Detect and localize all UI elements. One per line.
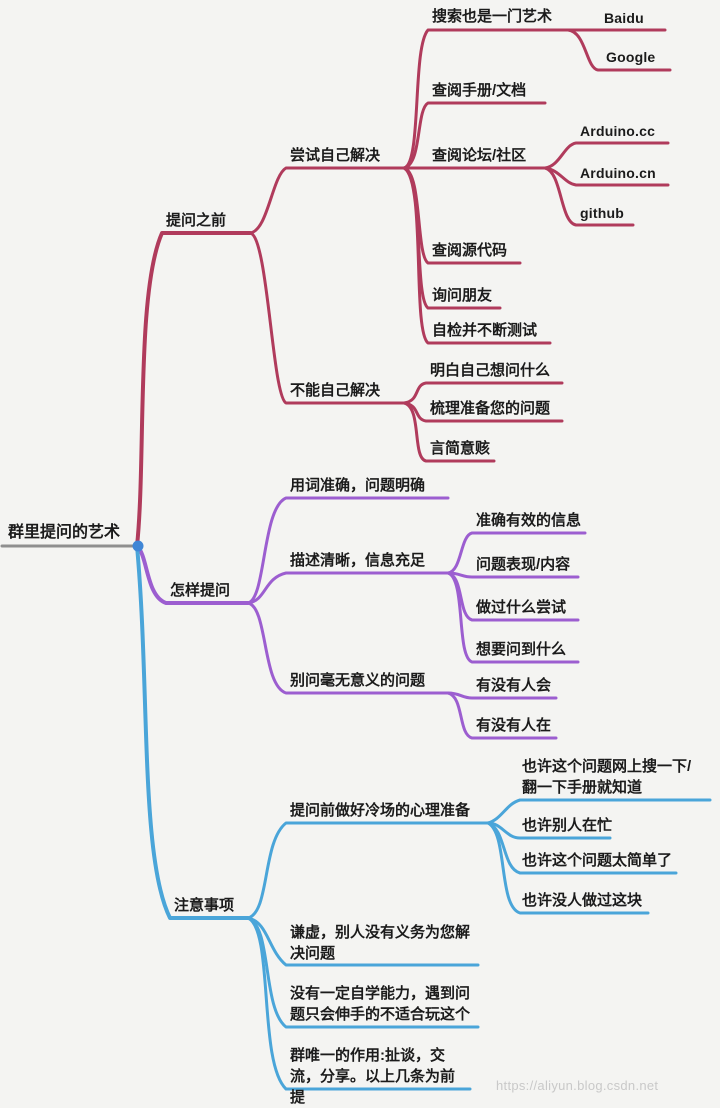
node-prepare-question: 梳理准备您的问题 (430, 400, 551, 417)
edge-how-to-describe (246, 571, 450, 605)
node-check-source-code: 查阅源代码 (432, 242, 508, 259)
node-clear-description: 描述清晰，信息充足 (290, 552, 426, 569)
node-github: github (580, 205, 624, 221)
edge-root-to-notes (135, 544, 250, 920)
node-maybe-nobody-done: 也许没人做过这块 (522, 892, 643, 909)
node-root: 群里提问的艺术 (8, 524, 121, 541)
node-maybe-too-simple: 也许这个问题太简单了 (522, 852, 673, 869)
edge-forum-to-arduino-cc (543, 141, 670, 170)
node-anyone-know: 有没有人会 (476, 677, 552, 694)
edge-forum-to-github (543, 166, 635, 227)
branch-how-lines (135, 496, 587, 740)
node-cannot-self-solve: 不能自己解决 (290, 382, 381, 399)
edge-describe-to-info (446, 531, 587, 575)
node-how-to-ask: 怎样提问 (170, 582, 231, 599)
node-arduino-cc: Arduino.cc (580, 123, 656, 139)
node-what-to-know: 想要问到什么 (476, 641, 567, 658)
edge-describe-to-goal (446, 571, 580, 664)
edge-try-to-manual (402, 101, 547, 170)
edge-before-to-cannot (248, 231, 406, 405)
node-search-is-art: 搜索也是一门艺术 (432, 8, 553, 25)
node-know-what-to-ask: 明白自己想问什么 (430, 362, 551, 379)
edge-coldprep-to-nobody (486, 821, 650, 915)
node-arduino-cn: Arduino.cn (580, 165, 656, 181)
node-self-check-test: 自检并不断测试 (432, 322, 538, 339)
node-before-asking: 提问之前 (166, 212, 227, 229)
edge-how-to-meaningless (246, 601, 450, 695)
node-ask-friends: 询问朋友 (432, 287, 493, 304)
node-maybe-busy: 也许别人在忙 (522, 817, 613, 834)
node-attempts-made: 做过什么尝试 (476, 599, 567, 616)
node-self-learning-needed: 没有一定自学能力，遇到问题只会伸手的不适合玩这个 (290, 985, 471, 1023)
branch-before-lines (135, 28, 672, 548)
node-check-forums: 查阅论坛/社区 (432, 147, 527, 164)
edge-try-to-search (402, 28, 570, 170)
node-notes: 注意事项 (174, 897, 235, 914)
node-baidu: Baidu (604, 10, 644, 26)
edge-notes-to-coldprep (246, 821, 490, 920)
node-problem-symptoms: 问题表现/内容 (476, 556, 571, 573)
node-check-manual-docs: 查阅手册/文档 (432, 82, 527, 99)
node-accurate-info: 准确有效的信息 (476, 512, 582, 529)
edge-notes-to-purpose (246, 916, 472, 1091)
edge-try-to-selftest (402, 166, 552, 345)
node-try-self-solve: 尝试自己解决 (290, 147, 381, 164)
edge-search-to-google (566, 28, 672, 72)
branch-notes-lines (135, 544, 712, 1091)
edge-how-to-wording (246, 496, 450, 605)
root-node-dot (132, 540, 144, 552)
node-be-humble: 谦虚，别人没有义务为您解决问题 (290, 924, 471, 962)
node-anyone-there: 有没有人在 (476, 717, 552, 734)
node-group-purpose: 群唯一的作用:扯谈，交流，分享。以上几条为前提 (290, 1047, 456, 1106)
node-google: Google (606, 49, 656, 65)
edge-meaningless-to-anyone-there (446, 691, 558, 740)
edge-before-to-try (248, 166, 406, 235)
edge-coldprep-to-searchable (486, 798, 712, 825)
node-maybe-searchable: 也许这个问题网上搜一下/翻一下手册就知道 (522, 758, 692, 796)
node-no-meaningless-questions: 别问毫无意义的问题 (290, 672, 426, 689)
edge-cannot-to-know (402, 381, 564, 405)
edge-root-to-before (135, 231, 252, 548)
node-accurate-wording: 用词准确，问题明确 (290, 477, 426, 494)
node-be-concise: 言简意赅 (430, 440, 491, 457)
watermark: https://aliyun.blog.csdn.net (496, 1078, 659, 1093)
edge-cannot-to-concise (402, 401, 496, 463)
node-prepare-for-silence: 提问前做好冷场的心理准备 (290, 802, 471, 819)
